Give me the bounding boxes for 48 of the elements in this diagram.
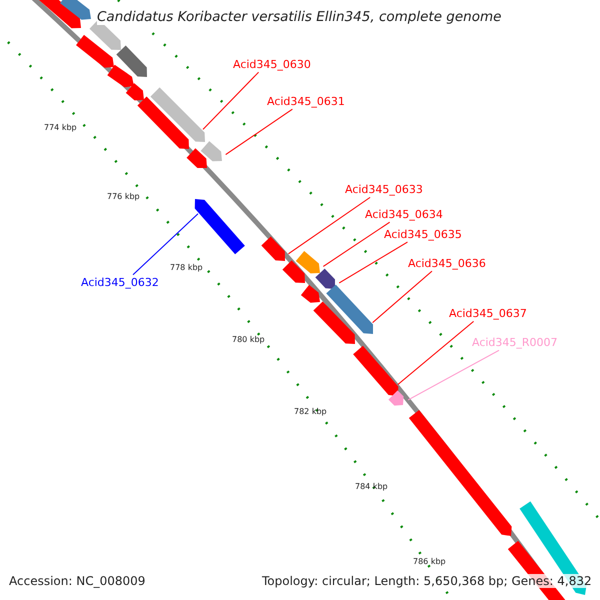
leader-line [225, 108, 293, 156]
gene-block [116, 46, 147, 77]
gene-block [194, 199, 245, 254]
gene-label: Acid345_0632 [81, 276, 159, 290]
gene-block [353, 346, 398, 396]
gene-block [200, 141, 222, 162]
leader-line [132, 213, 198, 276]
gene-block [313, 302, 355, 344]
gene-block [126, 83, 144, 100]
leader-line [322, 222, 390, 267]
leader-line [372, 270, 432, 324]
gene-label: Acid345_0634 [365, 208, 443, 222]
accession-text: Accession: NC_008009 [9, 574, 146, 588]
tick-label: 774 kbp [44, 123, 77, 133]
title: Candidatus Koribacter versatilis Ellin345, complete genome [97, 9, 502, 26]
gene-label: Acid345_0636 [408, 257, 486, 270]
gene-block [76, 34, 114, 68]
gene-block [408, 410, 512, 536]
gene-label: Acid345_R0007 [472, 336, 558, 350]
gene-block [282, 260, 305, 283]
tick-label: 780 kbp [232, 335, 265, 345]
gene-label: Acid345_0633 [345, 183, 423, 196]
gene-label: Acid345_0630 [233, 58, 311, 72]
topology-text: Topology: circular; Length: 5,650,368 bp; Genes: 4,832 [262, 574, 592, 588]
gene-block [315, 268, 335, 289]
gene-block [60, 0, 91, 20]
leader-line [408, 350, 500, 400]
tick-label: 784 kbp [355, 482, 388, 492]
gene-block [107, 64, 134, 88]
gene-label: Acid345_0635 [384, 228, 462, 242]
gene-label: Acid345_0631 [267, 95, 345, 108]
tick-label: 776 kbp [107, 192, 140, 202]
gene-block [150, 87, 205, 142]
gene-block [137, 96, 189, 149]
leader-line [202, 72, 260, 130]
gene-block [186, 148, 207, 168]
gene-label: Acid345_0637 [449, 307, 527, 320]
gene-block [38, 0, 81, 28]
tick-label: 778 kbp [170, 263, 203, 273]
tick-label: 782 kbp [294, 407, 327, 417]
leader-line [288, 196, 371, 254]
gene-block [296, 251, 320, 274]
gene-block [326, 284, 373, 334]
gene-block [261, 236, 285, 261]
leader-line [397, 320, 474, 385]
gene-block [300, 284, 320, 303]
tick-label: 786 kbp [413, 557, 446, 567]
gene-block [388, 390, 404, 406]
